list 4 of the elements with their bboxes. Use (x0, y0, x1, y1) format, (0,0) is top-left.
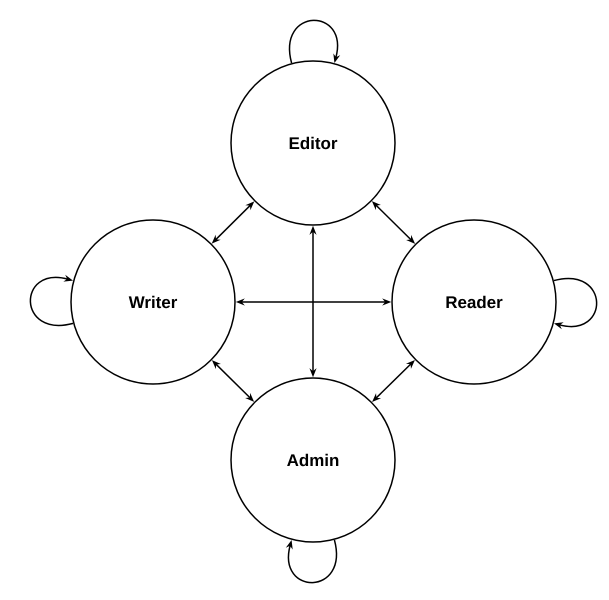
self-loop-arrow (286, 540, 338, 584)
self-loop-arrow (288, 20, 340, 64)
self-loop-arrow (30, 274, 74, 326)
self-loop-arrow (554, 278, 598, 330)
